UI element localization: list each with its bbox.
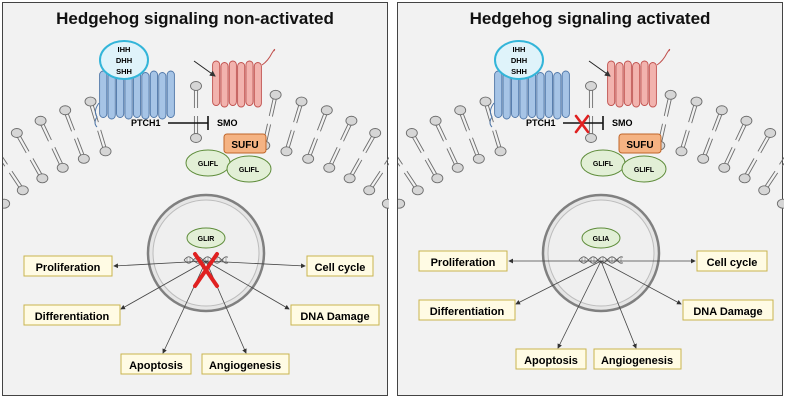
outcome-label: DNA Damage bbox=[693, 306, 762, 318]
gli-complex: GLIFL GLIFL bbox=[185, 149, 272, 183]
ptch1-receptor bbox=[489, 70, 570, 128]
nuclear-gli-label: GLIA bbox=[593, 236, 610, 243]
gli-complex: GLIFL GLIFL bbox=[580, 149, 667, 183]
ligand-shh: SHH bbox=[511, 67, 527, 76]
gli-label: GLIFL bbox=[634, 167, 655, 174]
ligand-to-smo-arrow bbox=[193, 60, 216, 77]
outcome-label: Differentiation bbox=[35, 311, 110, 323]
outcome-proliferation: Proliferation bbox=[23, 255, 113, 277]
gli-label: GLIFL bbox=[239, 167, 260, 174]
ligand-ihh: IHH bbox=[513, 45, 526, 54]
cell-membrane bbox=[398, 81, 784, 209]
outcome-arrows bbox=[508, 258, 696, 349]
hedgehog-ligand: IHH DHH SHH bbox=[99, 40, 149, 80]
ligand-to-smo-arrow bbox=[588, 60, 611, 77]
pathway-diagram: IHH DHH SHH PTCH1 SMO SUFU GLIFL GLIFL bbox=[3, 40, 389, 375]
outcome-angiogenesis: Angiogenesis bbox=[593, 348, 682, 370]
outcome-label: Angiogenesis bbox=[209, 360, 281, 372]
ligand-dhh: DHH bbox=[116, 56, 132, 65]
outcome-label: Apoptosis bbox=[524, 355, 578, 367]
outcome-dna-damage: DNA Damage bbox=[682, 299, 774, 321]
outcome-label: DNA Damage bbox=[300, 311, 369, 323]
smo-receptor bbox=[607, 48, 671, 108]
outcome-cell-cycle: Cell cycle bbox=[306, 255, 374, 277]
outcome-angiogenesis: Angiogenesis bbox=[201, 353, 290, 375]
outcome-cell-cycle: Cell cycle bbox=[696, 250, 768, 272]
sufu-box: SUFU bbox=[618, 133, 662, 154]
gli-label: GLIFL bbox=[198, 161, 219, 168]
outcome-differentiation: Differentiation bbox=[23, 304, 121, 326]
gli-label: GLIFL bbox=[593, 161, 614, 168]
outcome-label: Angiogenesis bbox=[601, 355, 673, 367]
outcome-label: Apoptosis bbox=[129, 360, 183, 372]
outcome-differentiation: Differentiation bbox=[418, 299, 516, 321]
ligand-shh: SHH bbox=[116, 67, 132, 76]
smo-label: SMO bbox=[217, 118, 238, 128]
outcome-dna-damage: DNA Damage bbox=[290, 304, 380, 326]
nucleus bbox=[146, 193, 266, 313]
nuclear-gli: GLIR bbox=[186, 227, 226, 249]
ligand-ihh: IHH bbox=[118, 45, 131, 54]
outcome-label: Cell cycle bbox=[315, 262, 366, 274]
red-x-icon bbox=[574, 114, 590, 134]
nuclear-gli: GLIA bbox=[581, 227, 621, 249]
hedgehog-ligand: IHH DHH SHH bbox=[494, 40, 544, 80]
panel-non-activated: Hedgehog signaling non-activated IHH DHH… bbox=[2, 2, 389, 396]
outcome-apoptosis: Apoptosis bbox=[515, 348, 587, 370]
sufu-label: SUFU bbox=[626, 140, 653, 151]
ptch1-label: PTCH1 bbox=[131, 118, 161, 128]
outcome-label: Proliferation bbox=[36, 262, 101, 274]
red-x-icon bbox=[193, 252, 219, 288]
outcome-apoptosis: Apoptosis bbox=[120, 353, 192, 375]
outcome-label: Proliferation bbox=[431, 257, 496, 269]
outcome-label: Differentiation bbox=[430, 306, 505, 318]
cell-membrane bbox=[3, 81, 389, 209]
sufu-label: SUFU bbox=[231, 140, 258, 151]
nuclear-gli-label: GLIR bbox=[198, 236, 215, 243]
outcome-label: Cell cycle bbox=[707, 257, 758, 269]
panel-title: Hedgehog signaling activated bbox=[469, 9, 711, 28]
smo-label: SMO bbox=[612, 118, 633, 128]
outcome-proliferation: Proliferation bbox=[418, 250, 508, 272]
panel-activated: Hedgehog signaling activated IHH DHH SHH… bbox=[397, 2, 784, 396]
smo-receptor bbox=[212, 48, 276, 108]
nucleus bbox=[541, 193, 661, 313]
ptch1-label: PTCH1 bbox=[526, 118, 556, 128]
pathway-diagram: IHH DHH SHH PTCH1 SMO SUFU GLIFL bbox=[398, 40, 784, 370]
ligand-dhh: DHH bbox=[511, 56, 527, 65]
sufu-box: SUFU bbox=[223, 133, 267, 154]
ptch1-receptor bbox=[94, 70, 175, 128]
ptch1-inhibits-smo bbox=[168, 116, 209, 130]
panel-title: Hedgehog signaling non-activated bbox=[56, 9, 334, 28]
